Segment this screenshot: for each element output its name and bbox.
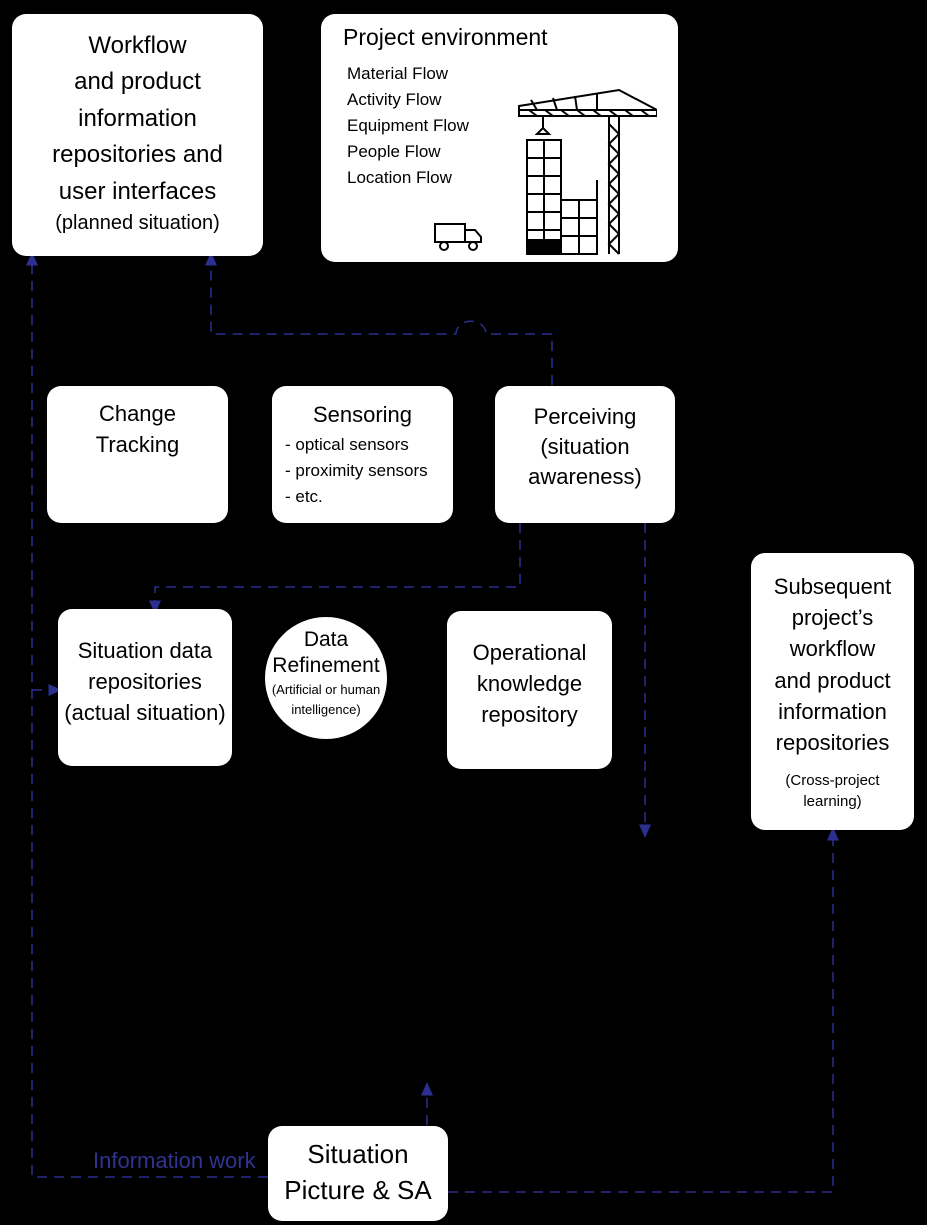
- subsequent-line-3: workflow: [789, 636, 876, 662]
- sensoring-box: Sensoring - optical sensors - proximity …: [272, 386, 453, 523]
- subsequent-sub-2: learning): [803, 793, 862, 811]
- workflow-line-5: user interfaces: [58, 177, 217, 205]
- situation-picture-line-1: Situation: [307, 1139, 409, 1169]
- operational-knowledge-line-1: Operational: [472, 640, 587, 665]
- data-refinement-sub-2: intelligence): [291, 702, 361, 717]
- situation-data-line-2: repositories: [88, 669, 202, 695]
- data-refinement-line-2: Refinement: [272, 654, 380, 677]
- sensoring-title: Sensoring: [312, 402, 413, 427]
- flow-material: Material Flow: [347, 64, 449, 83]
- data-refinement-line-1: Data: [303, 628, 349, 651]
- subsequent-line-2: project’s: [791, 605, 874, 631]
- situation-data-line-1: Situation data: [77, 638, 213, 663]
- change-tracking-line-1: Change: [98, 401, 177, 426]
- project-environment-title: Project environment: [343, 24, 548, 50]
- subsequent-project-box: Subsequent project’s workflow and produc…: [751, 553, 914, 830]
- arrow-perceiving-to-situation-data: [149, 523, 521, 614]
- project-environment-box: Project environment Material Flow Activi…: [321, 14, 678, 262]
- operational-knowledge-box: Operational knowledge repository: [447, 611, 612, 769]
- crane-building-icon: [518, 88, 657, 255]
- subsequent-line-6: repositories: [775, 730, 890, 756]
- subsequent-line-5: information: [778, 698, 887, 724]
- sensoring-item-proximity: - proximity sensors: [285, 461, 428, 480]
- arrow-perceiving-to-workflow: [205, 252, 553, 385]
- information-work-label: Information work: [93, 1148, 256, 1173]
- operational-knowledge-line-3: repository: [481, 702, 578, 728]
- situation-picture-box: Situation Picture & SA: [268, 1126, 448, 1221]
- situation-data-line-3: (actual situation): [64, 700, 226, 726]
- change-tracking-line-2: Tracking: [95, 432, 180, 458]
- perceiving-line-3: awareness): [528, 463, 642, 489]
- sensoring-item-etc: - etc.: [285, 487, 323, 506]
- workflow-line-2: and product: [74, 68, 201, 96]
- subsequent-line-1: Subsequent: [773, 574, 892, 599]
- flow-activity: Activity Flow: [347, 90, 442, 109]
- truck-icon: [434, 223, 482, 251]
- change-tracking-box: Change Tracking: [47, 386, 228, 523]
- workflow-repositories-box: Workflow and product information reposit…: [12, 14, 263, 256]
- perceiving-box: Perceiving (situation awareness): [495, 386, 675, 523]
- perceiving-line-1: Perceiving: [533, 404, 637, 429]
- workflow-line-3: information: [78, 104, 197, 132]
- data-refinement-circle: Data Refinement (Artificial or human int…: [265, 617, 387, 739]
- data-refinement-sub-1: (Artificial or human: [271, 682, 381, 697]
- flow-people: People Flow: [347, 142, 441, 161]
- subsequent-sub-1: (Cross-project: [785, 772, 880, 790]
- flow-location: Location Flow: [347, 168, 452, 187]
- situation-data-box: Situation data repositories (actual situ…: [58, 609, 232, 766]
- operational-knowledge-line-2: knowledge: [476, 671, 583, 697]
- flow-equipment: Equipment Flow: [347, 116, 469, 135]
- subsequent-line-4: and product: [774, 667, 891, 693]
- perceiving-line-2: (situation: [540, 433, 630, 459]
- workflow-line-4: repositories and: [52, 141, 223, 169]
- workflow-sub: (planned situation): [55, 212, 220, 235]
- workflow-line-1: Workflow: [88, 32, 187, 59]
- sensoring-item-optical: - optical sensors: [285, 435, 409, 454]
- arrow-situation-picture-to-subsequent: [448, 827, 839, 1193]
- situation-picture-line-2: Picture & SA: [284, 1175, 432, 1205]
